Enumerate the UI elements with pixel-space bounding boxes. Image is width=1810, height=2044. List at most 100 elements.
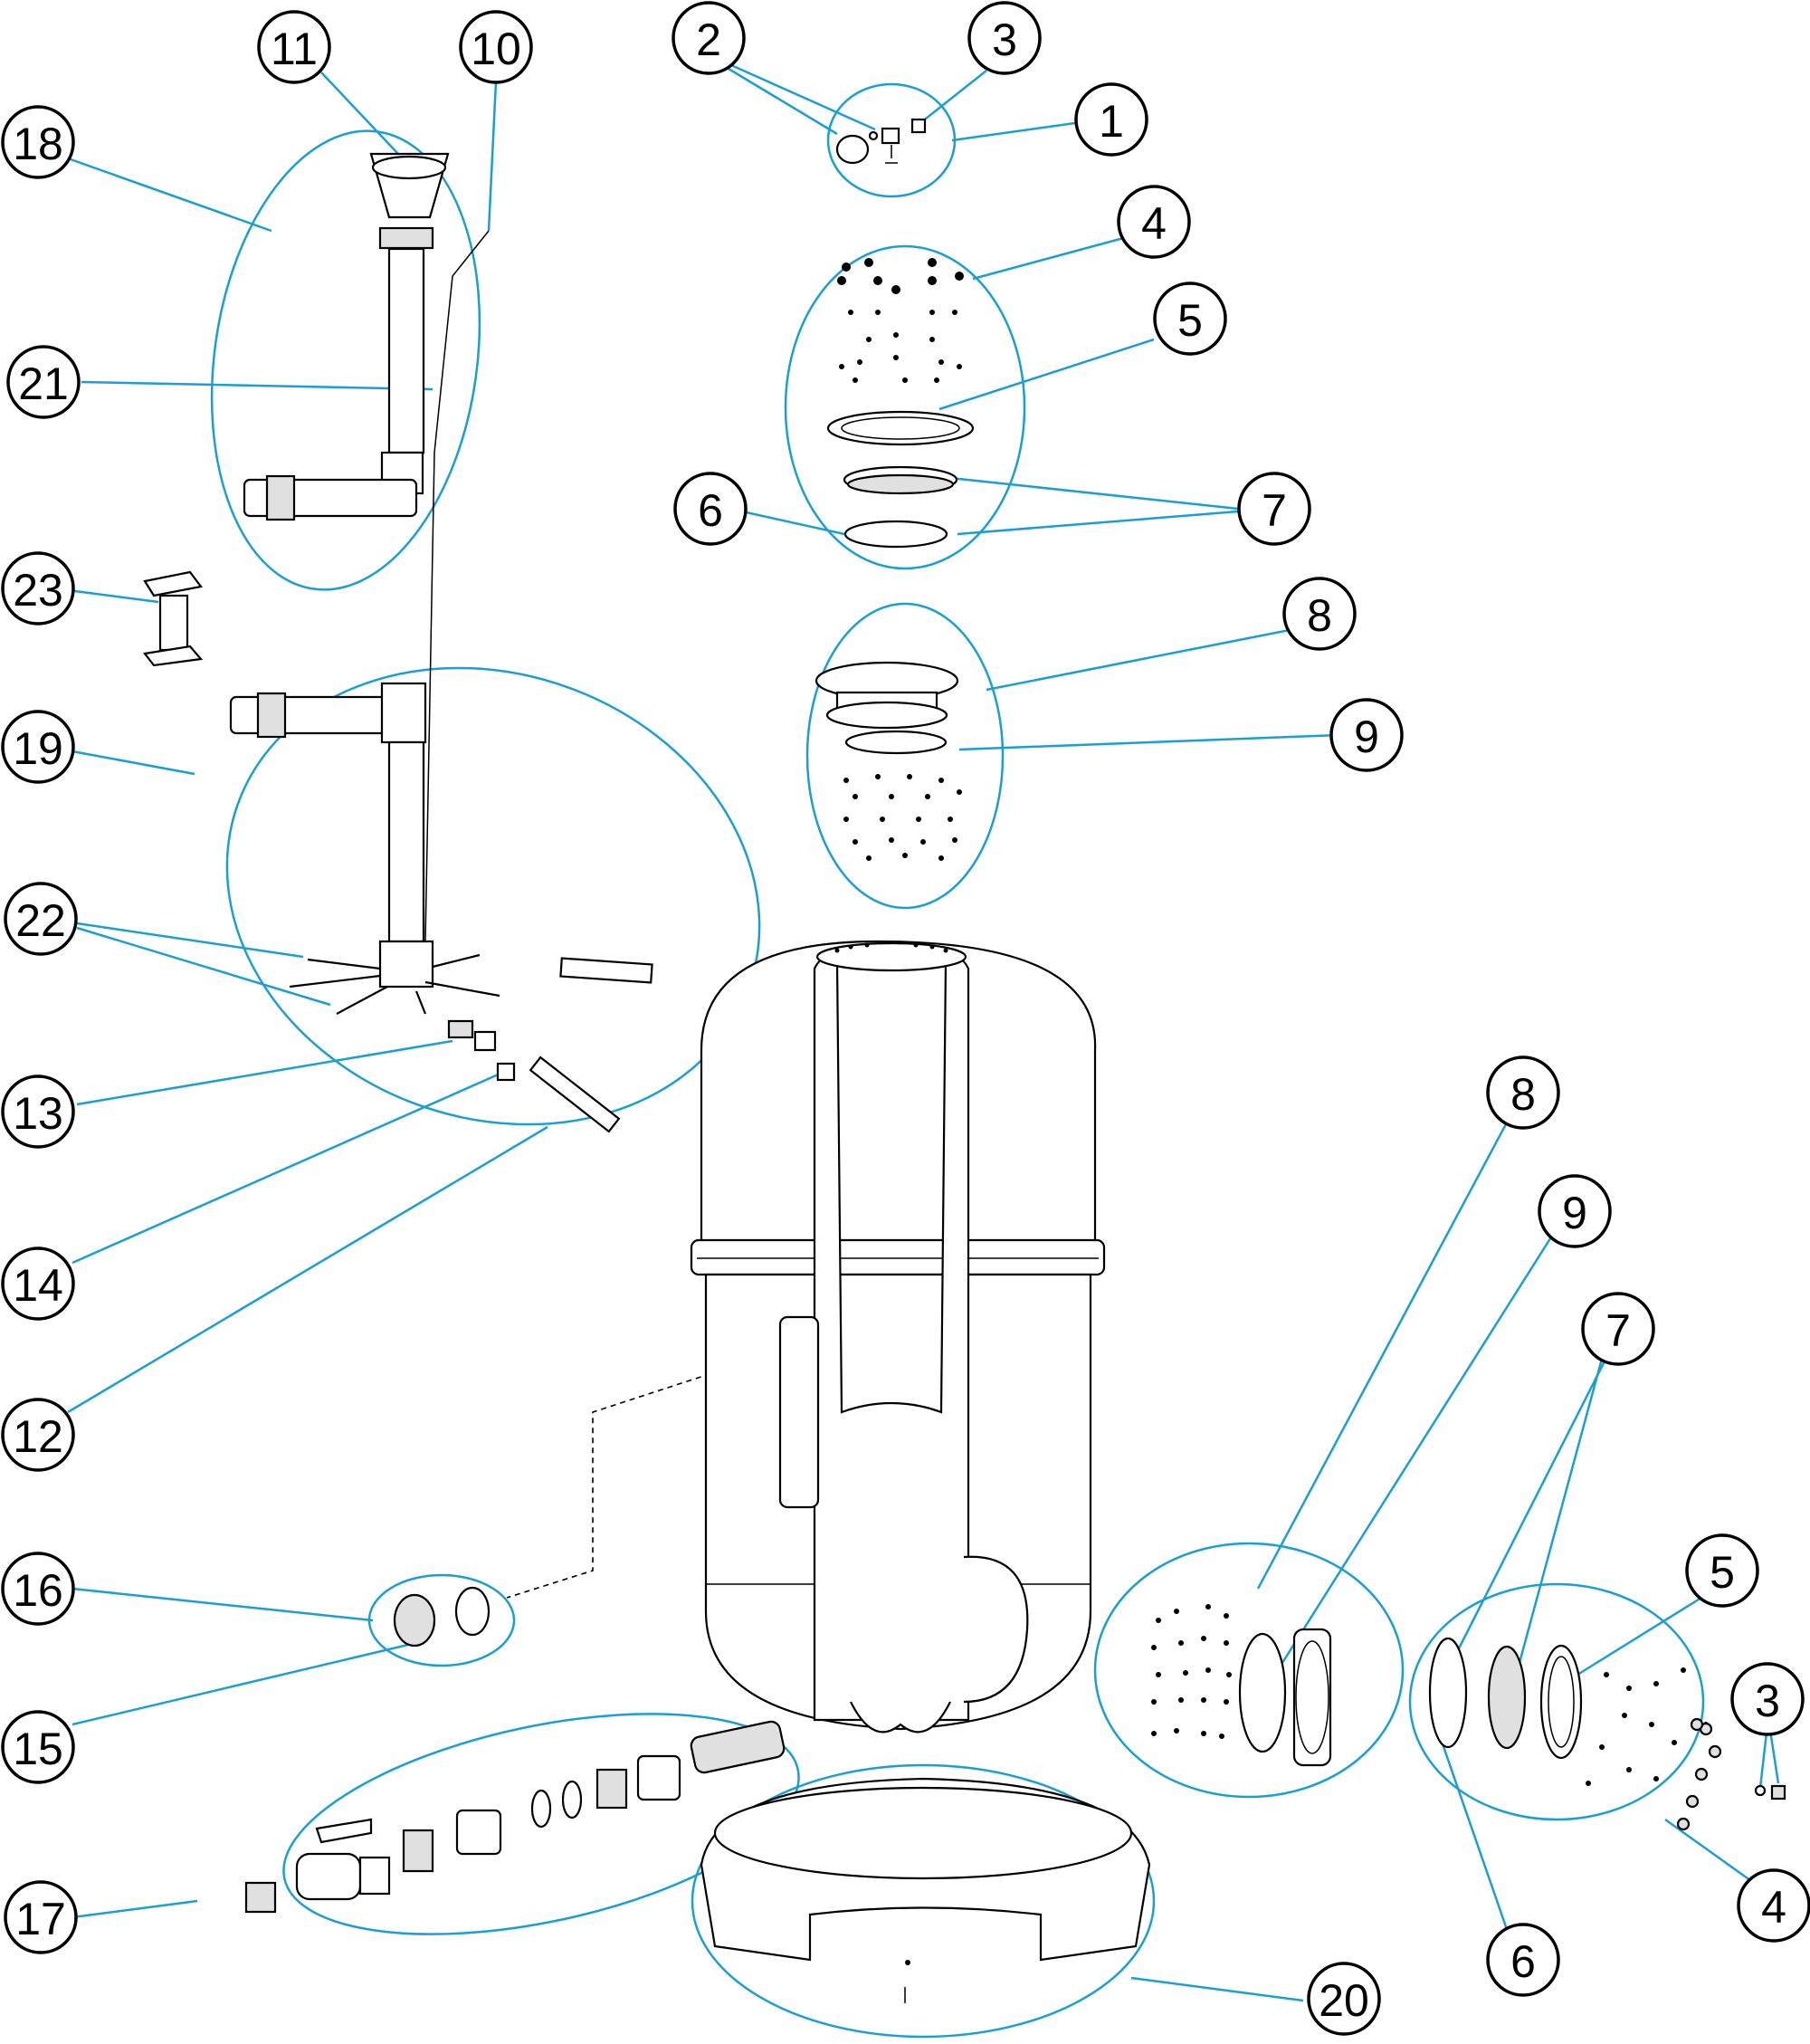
callout-label: 8	[1510, 1069, 1536, 1120]
callout-c3a: 3	[967, 1, 1042, 75]
lower-lateral-assembly	[229, 682, 653, 1133]
callout-label: 21	[18, 358, 69, 409]
group-ellipse-8-side	[1093, 1542, 1405, 1799]
callout-circle	[1685, 1533, 1759, 1608]
callout-circle	[1, 1710, 75, 1784]
callout-c23: 23	[1, 551, 75, 626]
callout-circle	[1730, 1662, 1805, 1736]
callout-label: 4	[1761, 1882, 1786, 1933]
callout-c15: 15	[1, 1710, 75, 1784]
callout-label: 6	[698, 485, 723, 536]
callout-label: 13	[13, 1088, 63, 1139]
callout-circle	[1, 1075, 75, 1149]
callout-c20: 20	[1307, 1962, 1381, 2036]
group-ellipse-20	[691, 1763, 1156, 2039]
callout-label: 2	[696, 14, 721, 65]
callout-label: 20	[1319, 1975, 1369, 2026]
callout-circle	[1329, 698, 1404, 772]
callout-circle	[1117, 185, 1191, 259]
callout-c9b: 9	[1538, 1174, 1612, 1248]
valve-parts-1	[835, 118, 927, 165]
top-flange-parts	[814, 661, 962, 861]
group-ellipse-4-side	[1408, 1582, 1705, 1821]
callout-circle	[1486, 1923, 1560, 1997]
side-flange-parts	[1151, 1604, 1332, 1767]
callout-label: 1	[1099, 96, 1124, 147]
group-ellipse-18	[210, 129, 481, 591]
callout-label: 16	[13, 1565, 63, 1616]
bolt-pattern-side-left	[1151, 1604, 1232, 1739]
valve-line-17	[244, 1720, 786, 1914]
callout-label: 5	[1710, 1547, 1735, 1598]
callout-c8b: 8	[1486, 1055, 1560, 1130]
callout-c3b: 3	[1730, 1662, 1805, 1736]
callout-circle	[672, 1, 746, 75]
callout-circle	[967, 1, 1042, 75]
callout-label: 19	[13, 723, 63, 774]
callout-label: 23	[13, 565, 63, 616]
callout-c1: 1	[1074, 82, 1148, 157]
callout-label: 4	[1141, 198, 1167, 249]
callout-circle	[257, 10, 331, 84]
callout-circle	[1, 710, 75, 784]
top-cover-parts	[826, 258, 975, 549]
callout-circle	[1581, 1292, 1655, 1366]
callout-circle	[4, 882, 78, 956]
callout-c6a: 6	[673, 472, 748, 546]
group-ellipse-8-top	[805, 602, 1005, 910]
callout-c6b: 6	[1486, 1923, 1560, 1997]
bolt-pattern-mid	[843, 774, 962, 861]
callout-label: 5	[1177, 295, 1203, 346]
upper-lateral-assembly	[243, 152, 490, 942]
callout-c7a: 7	[1237, 472, 1311, 546]
callout-c11: 11	[257, 10, 331, 84]
callout-c10: 10	[459, 10, 533, 84]
callout-label: 11	[271, 24, 318, 74]
callout-label: 17	[15, 1894, 66, 1944]
callout-c17: 17	[4, 1880, 78, 1954]
callout-c22: 22	[4, 882, 78, 956]
union-16	[393, 1586, 491, 1648]
callout-circle	[1, 1398, 75, 1472]
bolt-pattern-side-right	[1586, 1667, 1722, 1831]
callout-c2: 2	[672, 1, 746, 75]
callout-c4a: 4	[1117, 185, 1191, 259]
callout-circle	[1, 1552, 75, 1626]
group-ellipse-17	[282, 1713, 800, 1935]
callout-circle	[4, 1880, 78, 1954]
side-cover-parts	[1428, 1637, 1786, 1831]
callout-circle	[1307, 1962, 1381, 2036]
callout-circle	[1237, 472, 1311, 546]
callout-label: 14	[13, 1260, 63, 1311]
callout-circle	[6, 345, 81, 419]
bolt-pattern-top	[837, 258, 964, 383]
callout-label: 9	[1354, 712, 1379, 762]
callout-circle	[1, 105, 75, 179]
part-23	[143, 570, 204, 667]
callout-label: 3	[1755, 1676, 1780, 1726]
dashed-connection	[506, 1339, 815, 1599]
group-ellipse-16	[367, 1573, 516, 1667]
callout-c4b: 4	[1737, 1868, 1810, 1943]
callout-c9a: 9	[1329, 698, 1404, 772]
callout-c13: 13	[1, 1075, 75, 1149]
callout-label: 7	[1605, 1305, 1631, 1356]
callout-circle	[1486, 1055, 1560, 1130]
callout-c16: 16	[1, 1552, 75, 1626]
callout-circle	[1153, 282, 1227, 356]
callout-c5a: 5	[1153, 282, 1227, 356]
callout-circle	[1538, 1174, 1612, 1248]
callout-label: 18	[13, 119, 63, 169]
tank-top-holes	[834, 942, 948, 953]
callout-circle	[1, 1246, 75, 1321]
callout-circle	[1282, 577, 1357, 651]
callout-label: 10	[471, 24, 521, 74]
callout-c14: 14	[1, 1246, 75, 1321]
callout-circle	[459, 10, 533, 84]
callout-c7b: 7	[1581, 1292, 1655, 1366]
callout-c21: 21	[6, 345, 81, 419]
callout-label: 8	[1307, 590, 1332, 641]
callout-label: 15	[13, 1724, 63, 1774]
callout-label: 6	[1510, 1936, 1536, 1987]
